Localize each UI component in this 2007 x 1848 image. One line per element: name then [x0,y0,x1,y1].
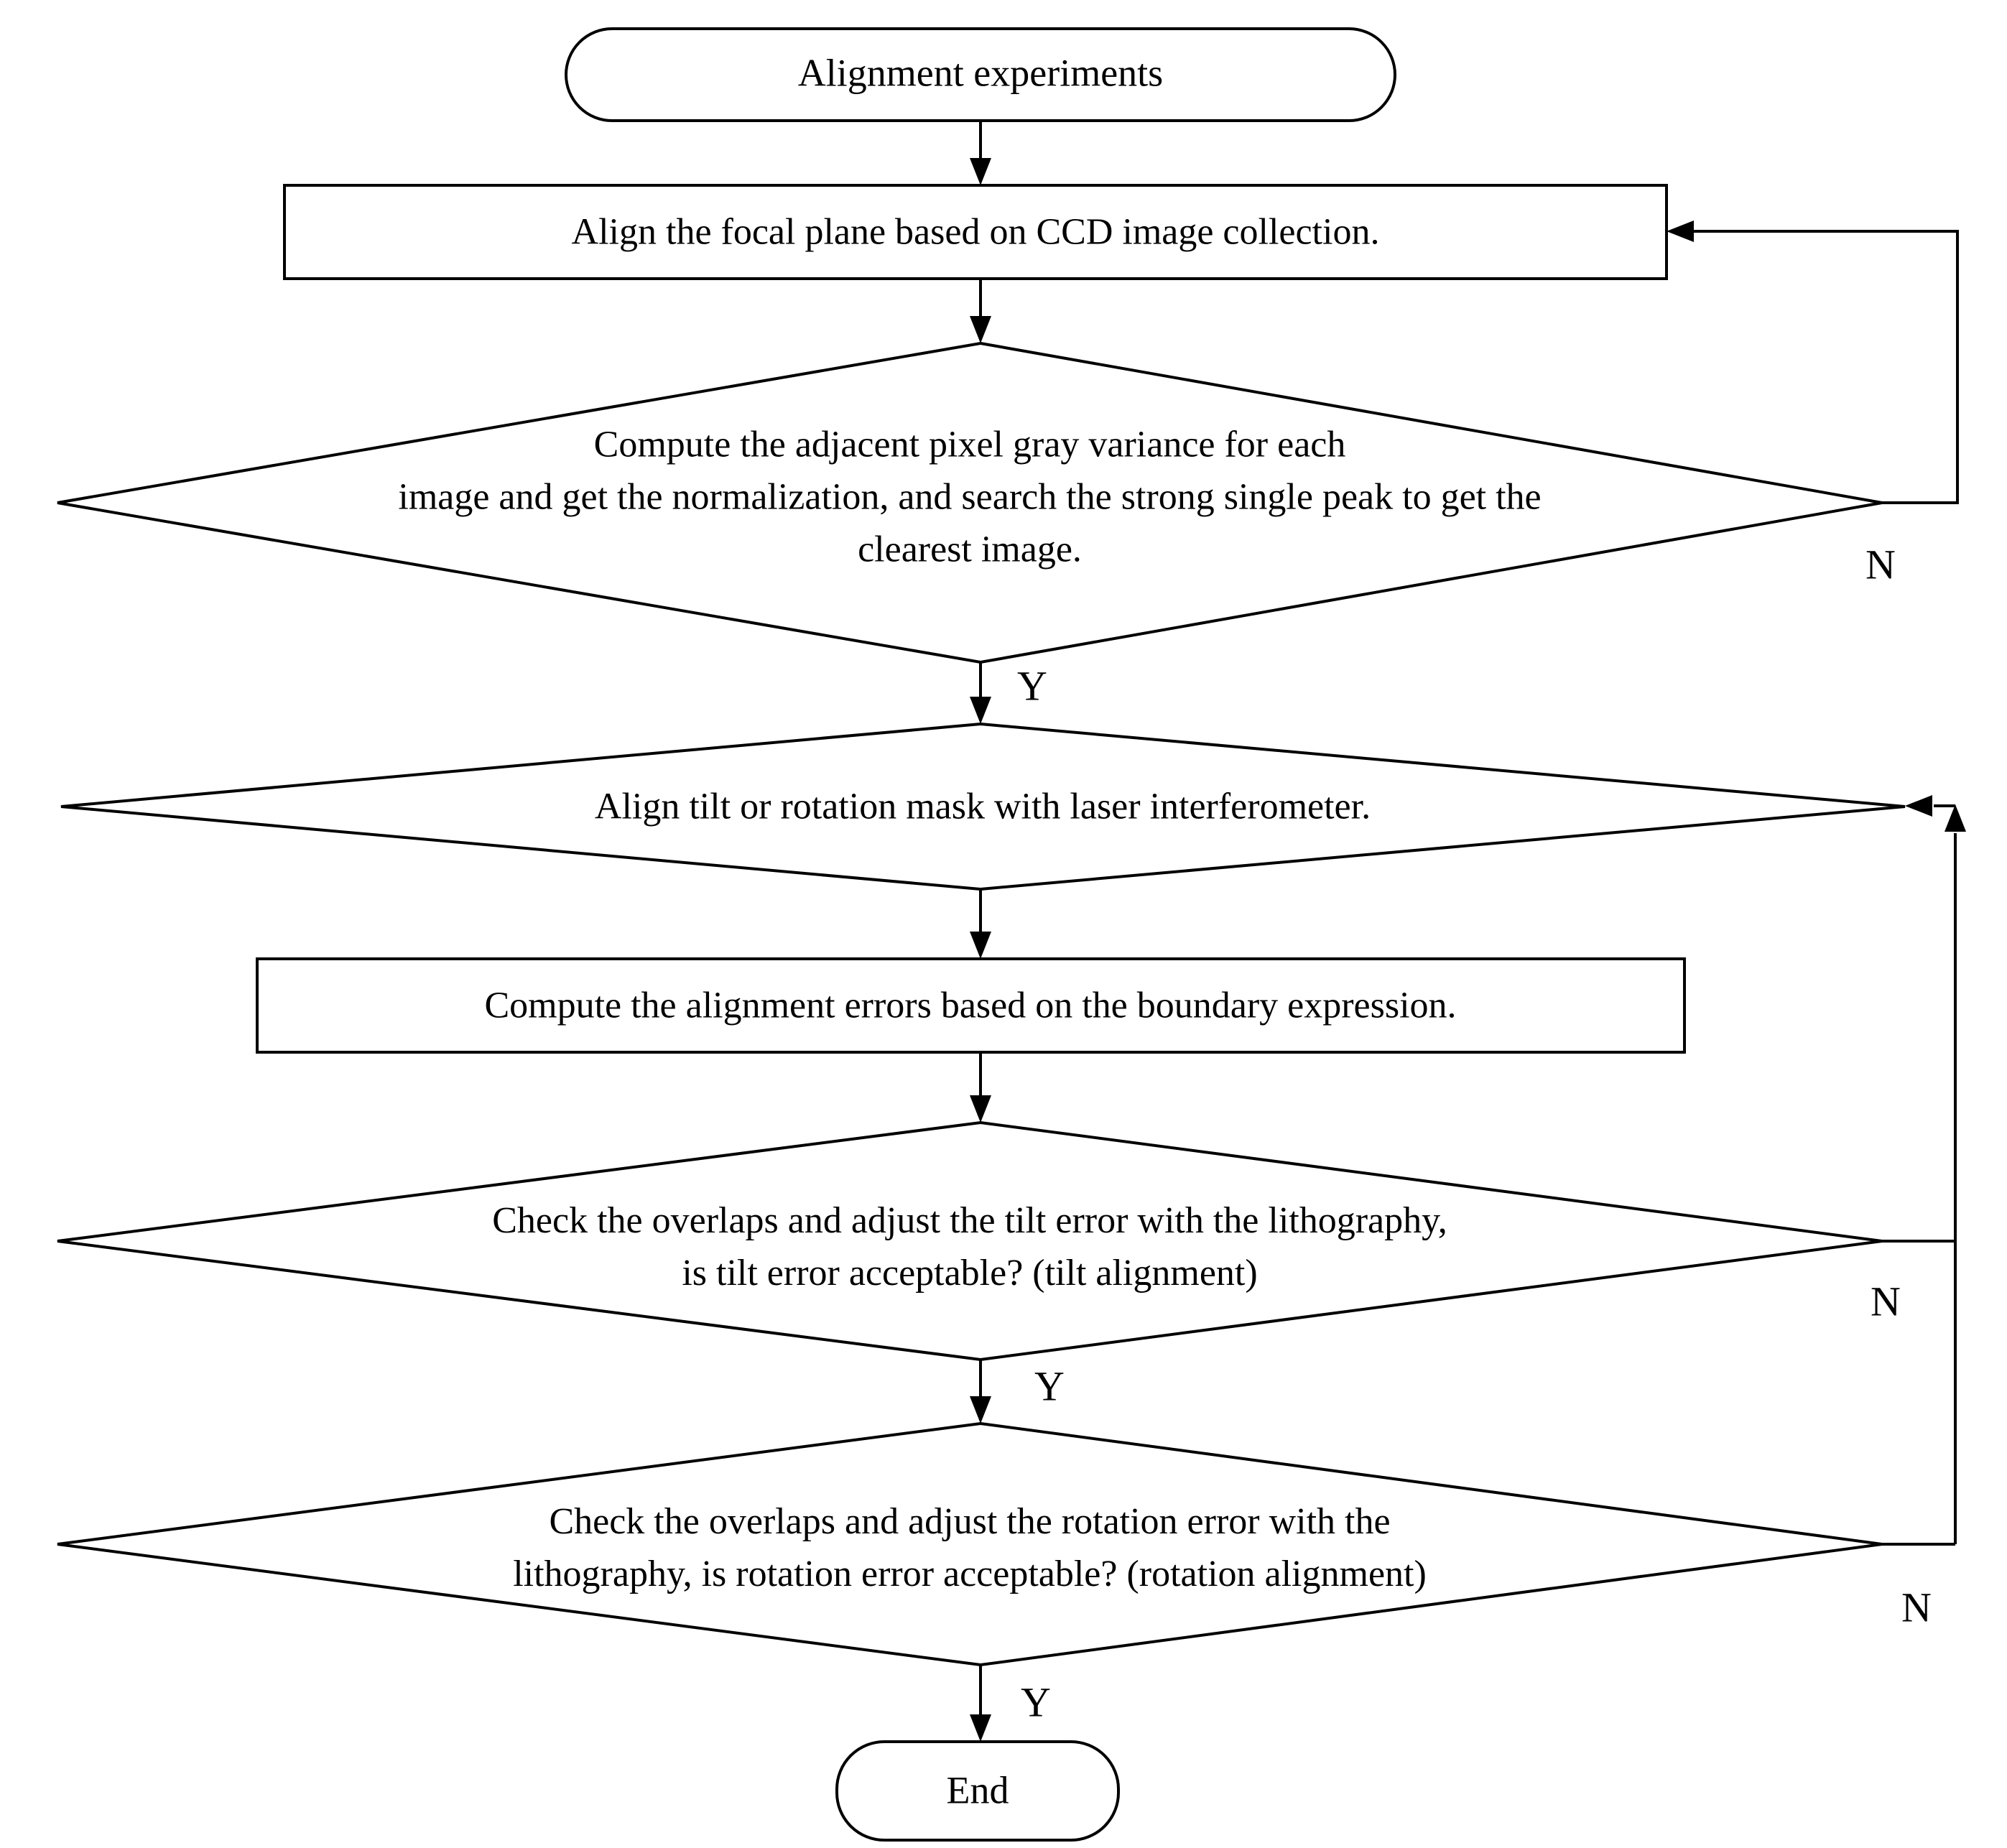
process-alignment-errors-label: Compute the alignment errors based on th… [484,985,1457,1026]
decision-clearest-image-label: Compute the adjacent pixel gray variance… [398,419,1541,576]
arrowhead-decision1-to-decision2 [970,697,991,724]
decision-rotation-line1: Check the overlaps and adjust the rotati… [549,1501,1391,1542]
arrowhead-focal-to-decision1 [970,316,991,343]
end-terminator-label: End [946,1768,1009,1812]
arrowhead-loop-into-decision2 [1905,795,1932,817]
decision3-no-branch-label: N [1871,1278,1901,1325]
arrowhead-decision2-to-errors [970,932,991,959]
arrowhead-decision3-to-decision4 [970,1396,991,1424]
decision-align-mask-label: Align tilt or rotation mask with laser i… [594,786,1371,827]
decision-tilt-line1: Check the overlaps and adjust the tilt e… [492,1200,1447,1241]
decision1-yes-branch-label: Y [1017,662,1047,710]
decision-clearest-line1: Compute the adjacent pixel gray variance… [593,424,1346,465]
end-terminator-shape [835,1740,1120,1842]
decision1-no-branch-label: N [1865,541,1896,588]
arrowhead-loop-riser-up [1945,804,1966,832]
arrowhead-start-to-focal [970,158,991,185]
decision4-yes-branch-label: Y [1021,1678,1051,1726]
decision-rotation-error-label: Check the overlaps and adjust the rotati… [513,1495,1427,1600]
decision-clearest-line3: clearest image. [858,529,1082,570]
arrowhead-errors-to-decision3 [970,1095,991,1123]
decision-clearest-line2: image and get the normalization, and sea… [398,476,1542,518]
decision-tilt-error-label: Check the overlaps and adjust the tilt e… [492,1194,1447,1299]
process-alignment-errors-shape [256,957,1686,1054]
start-terminator-label: Alignment experiments [797,51,1164,95]
process-focal-plane-label: Align the focal plane based on CCD image… [571,211,1380,253]
decision4-no-branch-label: N [1901,1584,1932,1631]
arrowhead-loop-into-focal-rect [1667,220,1694,242]
decision-tilt-line2: is tilt error acceptable? (tilt alignmen… [682,1253,1258,1294]
decision-rotation-line2: lithography, is rotation error acceptabl… [513,1554,1427,1594]
decision3-yes-branch-label: Y [1034,1362,1065,1410]
process-focal-plane-shape [283,184,1668,280]
loop-decision1-no-path [1694,230,1959,504]
arrowhead-decision4-to-end [970,1714,991,1742]
